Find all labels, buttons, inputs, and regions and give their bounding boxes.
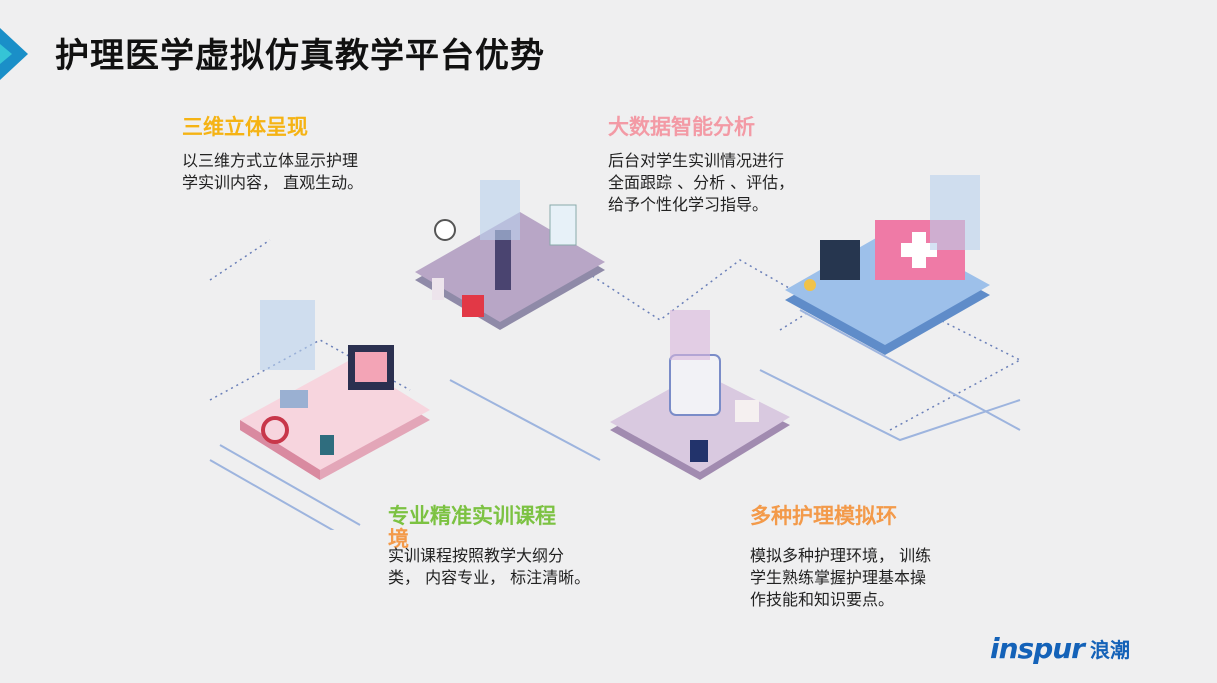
feature-desc-line: 学实训内容， 直观生动。 (182, 173, 364, 192)
feature-desc-bigdata: 后台对学生实训情况进行 全面跟踪 、分析 、评估， 给予个性化学习指导。 (608, 150, 794, 216)
incubator-icon (669, 354, 721, 416)
feature-title-courses-overflow: 境 (388, 527, 409, 551)
solid-lines (209, 309, 1021, 530)
isometric-illustration (209, 175, 1021, 530)
microscope-icon (495, 230, 511, 290)
feature-desc-line: 类， 内容专业， 标注清晰。 (388, 568, 591, 587)
feature-desc-line: 全面跟踪 、分析 、评估， (608, 173, 795, 192)
platform-ward (610, 310, 790, 480)
platform-analytics (785, 175, 990, 355)
feature-title-bigdata: 大数据智能分析 (608, 115, 755, 139)
feature-desc-line: 作技能和知识要点。 (750, 590, 895, 609)
inspur-logo: inspur 浪潮 (990, 632, 1130, 665)
stethoscope-icon (261, 416, 289, 444)
clock-icon (434, 219, 456, 241)
platform-lab (415, 180, 605, 330)
feature-desc-line: 模拟多种护理环境， 训练 (750, 546, 932, 565)
feature-title-3d: 三维立体呈现 (182, 115, 308, 139)
feature-title-environments: 多种护理模拟环 (750, 504, 897, 528)
feature-desc-courses: 实训课程按照教学大纲分 类， 内容专业， 标注清晰。 (388, 545, 590, 589)
platform-3d (240, 300, 430, 480)
logo-word: inspur (990, 632, 1085, 665)
feature-title-courses: 专业精准实训课程 (388, 503, 556, 529)
feature-desc-line: 学生熟练掌握护理基本操 (750, 568, 927, 587)
feature-desc-line: 后台对学生实训情况进行 (608, 151, 785, 170)
corner-accent-mark (0, 28, 28, 80)
feature-desc-line: 实训课程按照教学大纲分 (388, 546, 565, 565)
feature-title-line: 专业精准实训课程 (388, 504, 556, 528)
medical-cross-icon (462, 295, 484, 317)
feature-desc-line: 给予个性化学习指导。 (608, 195, 769, 214)
feature-desc-line: 以三维方式立体显示护理 (182, 151, 359, 170)
page-title: 护理医学虚拟仿真教学平台优势 (55, 36, 545, 76)
logo-cn: 浪潮 (1089, 638, 1130, 662)
feature-desc-environments: 模拟多种护理环境， 训练 学生熟练掌握护理基本操 作技能和知识要点。 (750, 545, 931, 611)
feature-desc-3d: 以三维方式立体显示护理 学实训内容， 直观生动。 (182, 150, 363, 194)
monitor-icon (820, 240, 860, 280)
